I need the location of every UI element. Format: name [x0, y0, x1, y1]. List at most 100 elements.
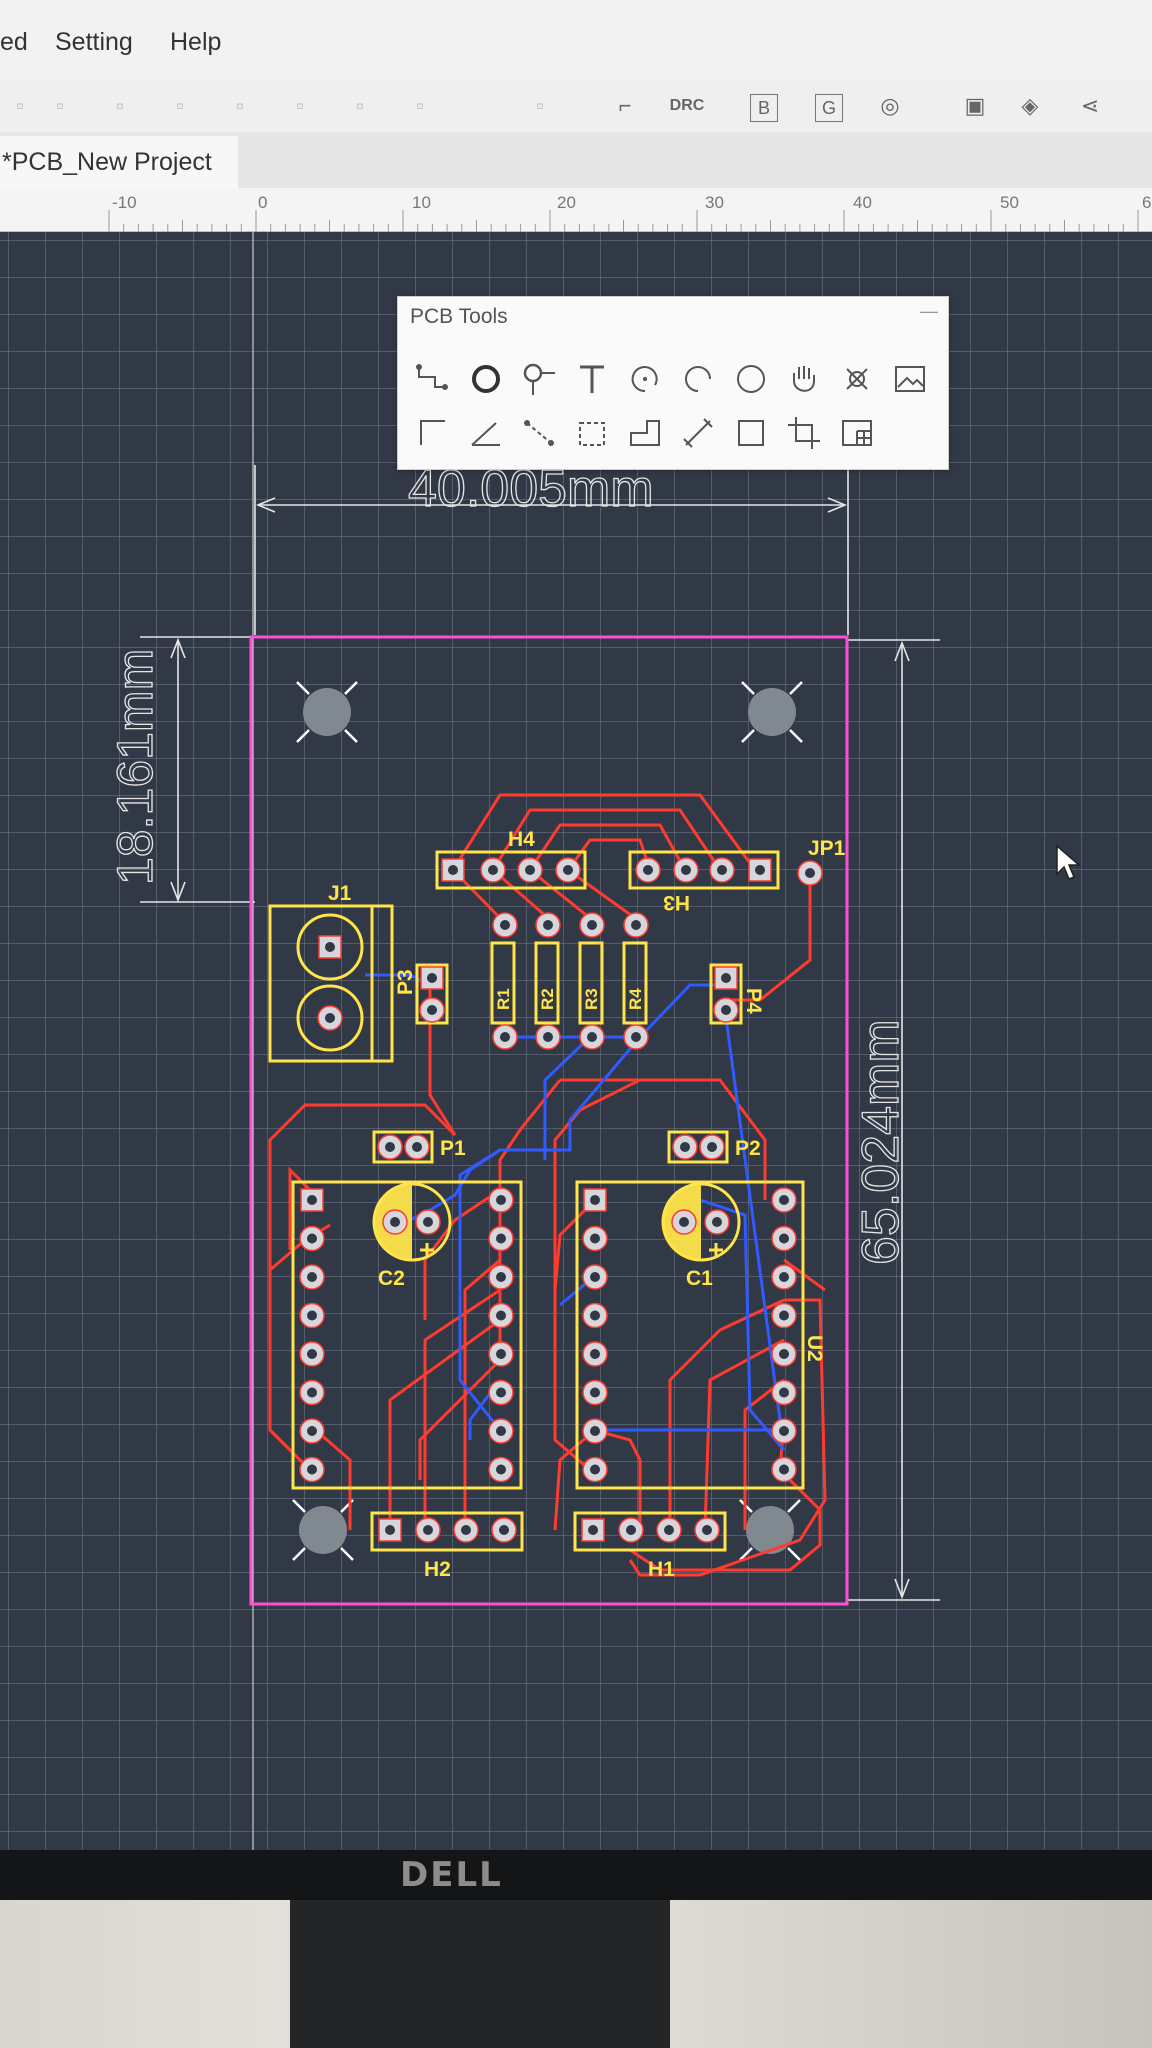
footprint-p2[interactable] — [667, 1130, 729, 1164]
toolbar-faded-icon[interactable]: ▫ — [356, 93, 364, 118]
layers-icon[interactable]: ◈ — [1021, 93, 1039, 118]
menu-item-help[interactable]: Help — [170, 28, 222, 56]
pad-hole — [496, 1310, 506, 1321]
share-icon[interactable]: ⋖ — [1080, 93, 1100, 118]
pad-hole — [590, 1272, 600, 1282]
board-outline[interactable] — [249, 635, 849, 1606]
crop-icon[interactable] — [784, 413, 824, 453]
text-icon[interactable] — [572, 359, 612, 399]
pad-hole — [496, 1464, 506, 1475]
footprint-u-left[interactable] — [291, 1180, 523, 1490]
center-arc-icon[interactable] — [678, 359, 718, 399]
footprint-r1[interactable] — [490, 941, 516, 1025]
circle-icon[interactable] — [731, 359, 771, 399]
corner-icon[interactable] — [413, 413, 453, 453]
board-g-button[interactable]: G — [815, 94, 843, 122]
pad-hole — [307, 1272, 317, 1282]
pad-hole — [587, 1032, 597, 1042]
pad-hole — [563, 865, 573, 875]
pcb-tools-panel[interactable]: PCB Tools — — [397, 296, 949, 470]
pad-hole — [755, 865, 765, 875]
footprint-j1[interactable] — [268, 904, 394, 1063]
target-icon[interactable]: ◎ — [880, 93, 900, 118]
pad-hole — [448, 865, 458, 875]
pad-hole — [307, 1387, 317, 1398]
footprint-r4[interactable] — [622, 941, 648, 1025]
mounting-hole[interactable] — [296, 681, 358, 743]
footprint-r2[interactable] — [534, 941, 560, 1025]
toolbar-faded-icon[interactable]: ▫ — [16, 93, 24, 118]
pad-hole — [779, 1349, 789, 1359]
minimize-icon[interactable]: — — [920, 301, 938, 321]
footprint-h2[interactable] — [370, 1511, 524, 1552]
footprint-p3[interactable] — [415, 963, 449, 1025]
footprint-h4[interactable] — [435, 850, 587, 890]
footprint-p4[interactable] — [709, 963, 743, 1025]
pad-hole — [543, 920, 553, 930]
pad-icon[interactable] — [466, 359, 506, 399]
label-h1: H1 — [648, 1558, 675, 1581]
footprint-p1[interactable] — [372, 1130, 434, 1164]
mounting-hole[interactable] — [292, 1499, 354, 1561]
toolbar-faded-icon[interactable]: ▫ — [296, 93, 304, 118]
toolbar-faded-icon[interactable]: ▫ — [176, 93, 184, 118]
dimension-icon[interactable] — [678, 413, 718, 453]
drc-button[interactable]: DRC — [669, 97, 705, 114]
toolbar-faded-icon[interactable]: ▫ — [116, 93, 124, 118]
pad-hole — [325, 942, 335, 952]
angle-icon[interactable] — [466, 413, 506, 453]
footprint-h3[interactable] — [628, 850, 780, 890]
via-icon[interactable] — [519, 359, 559, 399]
pad-hole — [779, 1195, 789, 1205]
pad-hole — [680, 1142, 690, 1152]
dimension-height-small-label: 18.161mm — [107, 649, 163, 885]
toolbar-faded-icon[interactable]: ▫ — [236, 93, 244, 118]
pad-hole — [631, 1032, 641, 1042]
rect-icon[interactable] — [731, 413, 771, 453]
mounting-holes — [292, 681, 803, 1561]
label-p3: P3 — [394, 969, 417, 995]
board-b-button[interactable]: B — [750, 94, 778, 122]
pad-hole — [779, 1464, 789, 1475]
mounting-hole[interactable] — [741, 681, 803, 743]
menu-item-edit[interactable]: ed — [0, 28, 28, 56]
dashed-rect-icon[interactable] — [572, 413, 612, 453]
ruler-label: 30 — [705, 193, 724, 212]
pad-hole — [499, 1525, 509, 1535]
toolbar-faded-icon[interactable]: ▫ — [536, 93, 544, 118]
connect-icon[interactable] — [519, 413, 559, 453]
cross-icon[interactable] — [837, 359, 877, 399]
tab-bar: *PCB_New Project — [0, 132, 1152, 188]
toolbar-faded-icon[interactable]: ▫ — [416, 93, 424, 118]
pan-hand-icon[interactable] — [784, 359, 824, 399]
arc-icon[interactable] — [625, 359, 665, 399]
footprint-h1[interactable] — [573, 1511, 727, 1552]
photo-icon[interactable]: ▣ — [964, 93, 986, 118]
ruler-label: 50 — [1000, 193, 1019, 212]
pcb-canvas[interactable]: 40.005mm 18.161mm 65.024mm — [0, 232, 1152, 1850]
pad-hole — [496, 1426, 506, 1436]
label-h2: H2 — [424, 1558, 451, 1581]
menu-item-setting[interactable]: Setting — [55, 28, 133, 56]
pad-hole — [590, 1195, 600, 1205]
ruler-label: 40 — [853, 193, 872, 212]
ruler-label: 10 — [412, 193, 431, 212]
track-icon[interactable] — [413, 359, 453, 399]
tab-pcb-new-project[interactable]: *PCB_New Project — [0, 136, 238, 188]
footprint-r3[interactable] — [578, 941, 604, 1025]
pad-hole — [461, 1525, 471, 1535]
table-icon[interactable] — [837, 413, 877, 453]
pad-hole — [679, 1217, 689, 1227]
toolbar-faded-icon[interactable]: ▫ — [56, 93, 64, 118]
toolbar-route-icon[interactable]: ⌐ — [618, 93, 632, 118]
pad-hole — [496, 1272, 506, 1282]
pad-hole — [385, 1142, 395, 1152]
image-icon[interactable] — [890, 359, 930, 399]
pad-hole — [423, 1525, 433, 1535]
pad-hole — [779, 1272, 789, 1282]
pad-hole — [588, 1525, 598, 1535]
footprint-u2[interactable] — [575, 1180, 805, 1490]
dimension-height-small — [140, 636, 255, 903]
step-icon[interactable] — [625, 413, 665, 453]
pad-hole — [721, 973, 731, 983]
